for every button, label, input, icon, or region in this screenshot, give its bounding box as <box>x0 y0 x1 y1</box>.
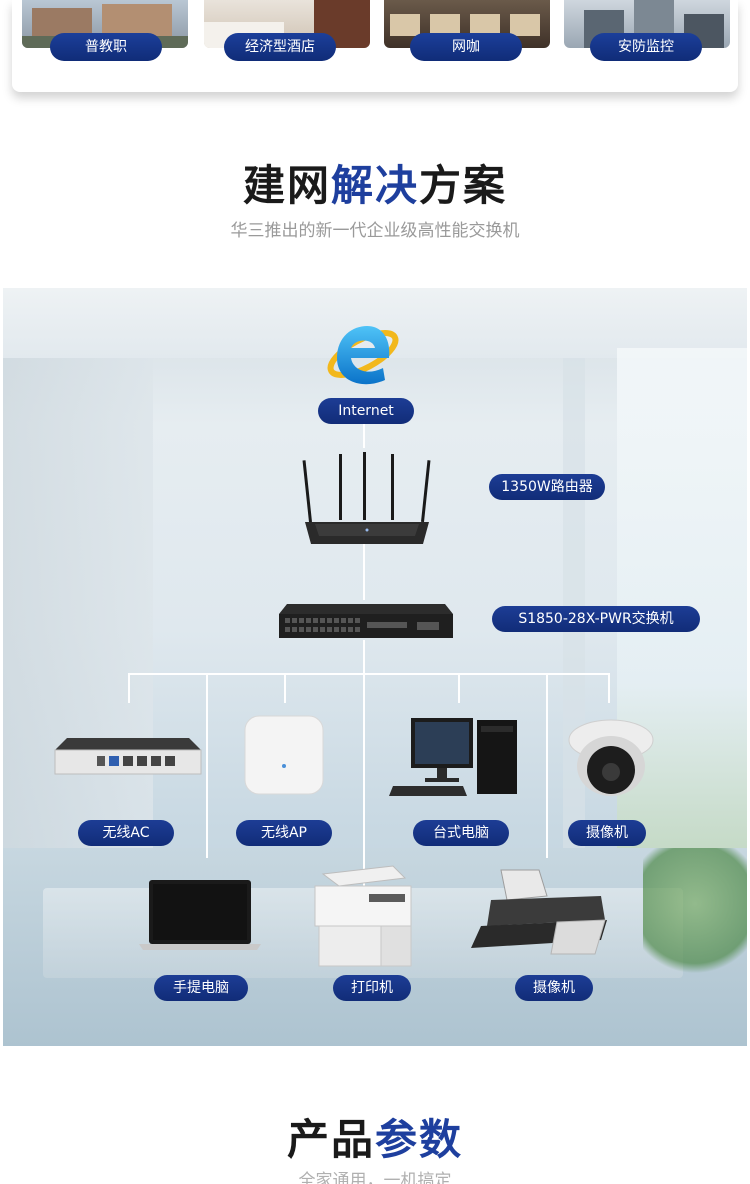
scenario-strip: 普教职 经济型酒店 网咖 安防监控 <box>12 0 738 92</box>
link-drop-ap <box>284 673 286 703</box>
device-label-scanner[interactable]: 摄像机 <box>515 975 593 1001</box>
network-diagram: Internet 1350W路由器 S1850-28X-PWR交换机 <box>3 288 747 1046</box>
scenario-label[interactable]: 普教职 <box>50 33 162 61</box>
device-label-laptop[interactable]: 手提电脑 <box>154 975 248 1001</box>
solution-title-part1: 建网 <box>242 161 331 210</box>
device-label-desktop[interactable]: 台式电脑 <box>413 820 509 846</box>
solution-title-highlight: 解决 <box>330 161 419 210</box>
link-internet-router <box>363 424 365 448</box>
scanner-printer-icon <box>471 869 607 955</box>
desktop-computer-icon <box>389 718 517 796</box>
scenario-label[interactable]: 经济型酒店 <box>224 33 336 61</box>
device-label-dome-camera[interactable]: 摄像机 <box>568 820 646 846</box>
params-title-part1: 产品 <box>286 1115 375 1164</box>
switch-icon <box>279 604 453 638</box>
link-switch-trunk <box>363 640 365 920</box>
params-subtitle: 全家通用，一机搞定 <box>298 1171 452 1184</box>
link-drop-camera <box>608 673 610 703</box>
background-wall <box>3 358 153 858</box>
link-router-switch <box>363 544 365 600</box>
solution-subtitle: 华三推出的新一代企业级高性能交换机 <box>230 221 520 241</box>
office-printer-icon <box>314 865 412 967</box>
solution-title: 建网解决方案 <box>0 152 750 213</box>
link-drop-ac <box>128 673 130 703</box>
access-point-icon <box>244 715 324 795</box>
router-label[interactable]: 1350W路由器 <box>489 474 605 500</box>
scenario-label[interactable]: 网咖 <box>410 33 522 61</box>
link-drop-desktop <box>458 673 460 703</box>
device-label-wireless-ac[interactable]: 无线AC <box>78 820 174 846</box>
solution-title-part3: 方案 <box>419 161 508 210</box>
scenario-label[interactable]: 安防监控 <box>590 33 702 61</box>
laptop-icon <box>139 880 261 950</box>
params-title-highlight: 参数 <box>375 1115 464 1164</box>
device-label-printer[interactable]: 打印机 <box>333 975 411 1001</box>
device-label-wireless-ap[interactable]: 无线AP <box>236 820 332 846</box>
link-bus <box>128 673 610 675</box>
background-plant <box>643 848 747 988</box>
link-drop-laptop <box>206 673 208 858</box>
internet-label[interactable]: Internet <box>318 398 414 424</box>
internet-explorer-icon <box>327 326 399 385</box>
dome-camera-icon <box>568 719 654 796</box>
link-drop-scanner <box>546 673 548 858</box>
router-icon <box>302 452 431 544</box>
switch-label[interactable]: S1850-28X-PWR交换机 <box>492 606 700 632</box>
wireless-ac-controller-icon <box>54 738 202 775</box>
params-title: 产品参数 <box>0 1106 750 1167</box>
